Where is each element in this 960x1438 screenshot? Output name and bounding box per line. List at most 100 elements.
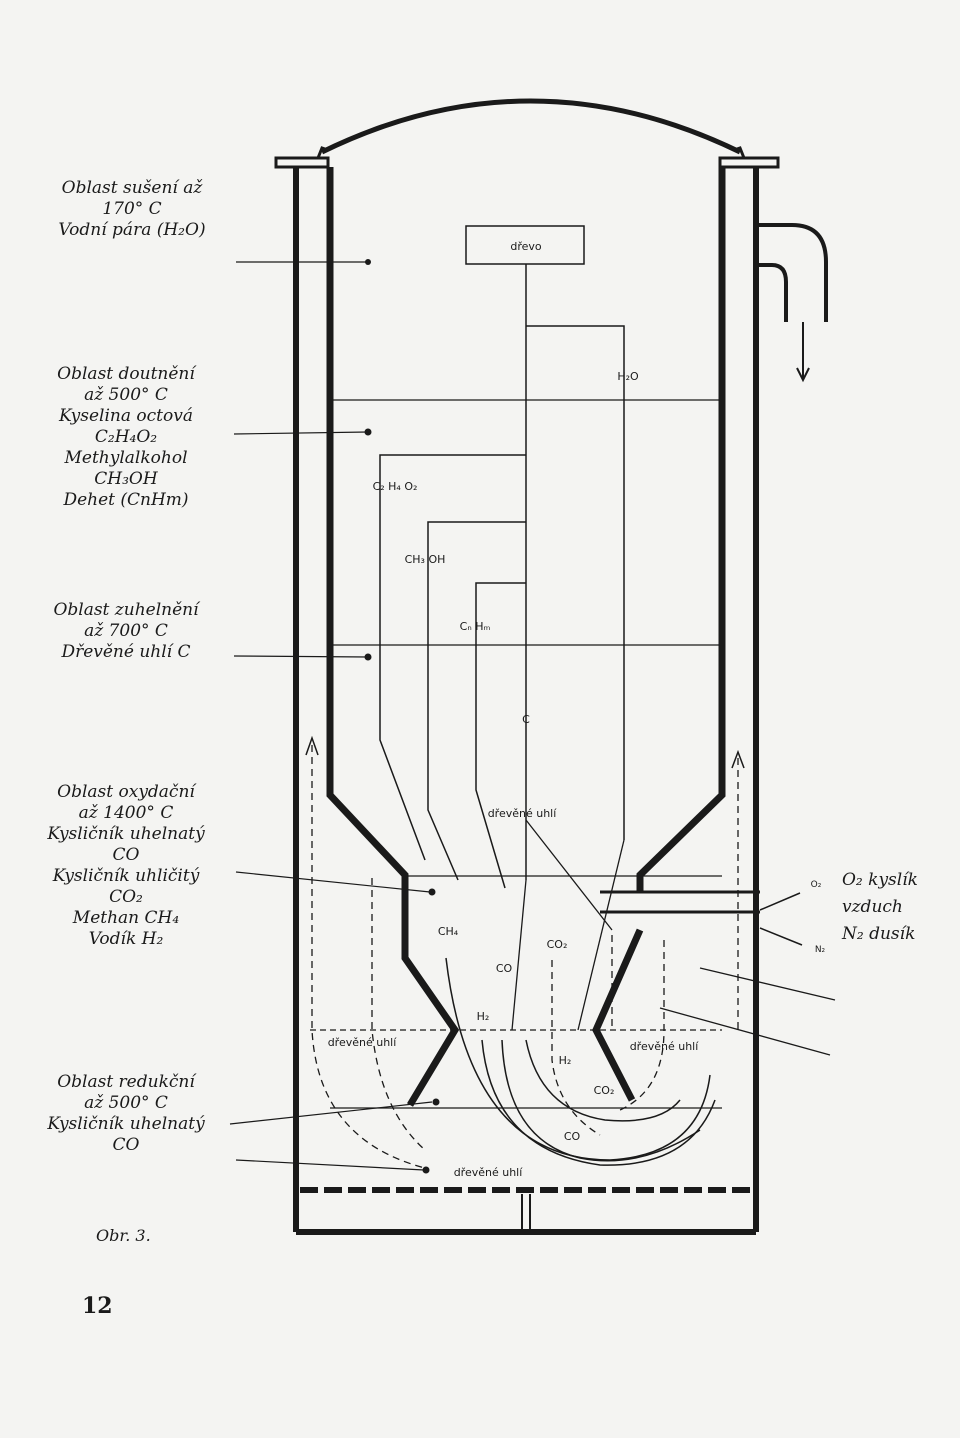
flow-dashed-right-inner	[619, 940, 665, 1111]
inner-wall-left	[326, 167, 460, 1107]
inner-wall-right	[636, 167, 726, 892]
label-tar: Cₙ Hₘ	[460, 620, 491, 633]
label-acetic: C₂ H₄ O₂	[373, 480, 418, 493]
page-number: 12	[82, 1293, 113, 1319]
flow-curve-3	[501, 1039, 701, 1162]
conv-line-1	[525, 819, 613, 931]
zone-label-line: až 700° C	[84, 621, 168, 641]
air-label-n2: N₂ dusík	[842, 924, 916, 944]
leader-oxidation	[235, 871, 431, 893]
dot-smoldering	[364, 428, 372, 436]
dot-reduction	[432, 1098, 440, 1106]
label-co-low: CO	[564, 1130, 581, 1143]
label-methanol: CH₃ OH	[405, 553, 446, 566]
flow-dashed-left-inner	[371, 878, 426, 1151]
leader-bottom	[235, 1159, 425, 1171]
figure-caption: Obr. 3.	[96, 1226, 151, 1245]
gas-outlet-arrow	[796, 322, 810, 383]
zone-label-line: Methylalkohol	[64, 448, 188, 468]
dot-bottom	[422, 1166, 430, 1174]
label-charcoal-top: dřevěné uhlí	[488, 807, 558, 820]
zone-label-line: Vodní pára (H₂O)	[58, 220, 206, 240]
dot-carbonization	[364, 653, 372, 661]
label-n2-small: N₂	[815, 945, 826, 955]
zone-label-line: 170° C	[102, 199, 162, 219]
grate-support	[521, 1194, 531, 1232]
zone-label-line: Oblast doutnění	[57, 364, 195, 384]
label-h2o: H₂O	[617, 370, 639, 383]
label-drevo: dřevo	[510, 240, 542, 253]
label-h2-low: H₂	[559, 1054, 572, 1067]
zone-label-line: až 500° C	[84, 385, 168, 405]
zone-label-line: Dřevěné uhlí C	[61, 642, 191, 662]
zone-label-line: Kysličník uhelnatý	[47, 824, 205, 844]
flow-dashed-mid	[551, 960, 601, 1136]
lid-bracket-left	[316, 146, 329, 159]
zone-label-line: Oblast zuhelnění	[53, 600, 199, 620]
flange-right	[718, 156, 780, 169]
air-pointer-o2	[759, 892, 801, 911]
air-pointer-4	[659, 1007, 831, 1056]
dot-oxidation	[428, 888, 436, 896]
zone-label-line: Methan CH₄	[72, 908, 180, 928]
zone-label-line: CH₃OH	[94, 469, 158, 489]
label-carbon: C	[522, 713, 530, 726]
zone-label-line: až 1400° C	[78, 803, 174, 823]
label-charcoal-left: dřevěné uhlí	[328, 1036, 398, 1049]
leader-reduction	[229, 1101, 433, 1125]
label-co-left: CO	[496, 962, 513, 975]
air-pointer-n2	[759, 927, 803, 946]
zone-label-line: Oblast oxydační	[57, 782, 195, 802]
zone-label-line: Kysličník uhličitý	[52, 866, 200, 886]
label-ch4: CH₄	[438, 925, 459, 938]
zone-label-line: Kysličník uhelnatý	[47, 1114, 205, 1134]
flow-curve-4	[525, 1039, 681, 1122]
zone-label-line: Dehet (CnHm)	[63, 490, 189, 510]
zone-label-line: Oblast sušení až	[61, 178, 203, 198]
dot-drying	[365, 259, 371, 265]
leader-smoldering	[233, 431, 369, 435]
zone-label-line: CO₂	[109, 887, 143, 907]
label-h2-mid: H₂	[477, 1010, 490, 1023]
arrow-right-up	[731, 749, 745, 769]
arrow-left-up	[305, 735, 319, 756]
dome-lid	[320, 98, 742, 155]
leader-carbonization	[233, 655, 369, 658]
zone-label-line: CO	[112, 845, 140, 865]
label-charcoal-bottom: dřevěné uhlí	[454, 1166, 524, 1179]
air-label-air: vzduch	[842, 897, 903, 917]
label-co2-mid: CO₂	[547, 938, 568, 951]
flow-curve-2	[481, 1039, 716, 1166]
label-co2-low: CO₂	[594, 1084, 615, 1097]
zone-label-line: Vodík H₂	[88, 929, 164, 949]
drevo-box	[465, 225, 585, 265]
branch-h2o	[526, 325, 625, 840]
gas-outlet-pipe	[756, 223, 828, 322]
label-o2-small: O₂	[811, 880, 822, 890]
zone-label-line: Kyselina octová	[59, 406, 193, 426]
conv-line-2	[577, 839, 625, 1031]
branch-acetic	[379, 454, 526, 861]
branch-tar	[475, 582, 526, 889]
zone-label-line: až 500° C	[84, 1093, 168, 1113]
zone-label-line: C₂H₄O₂	[94, 427, 158, 447]
lid-bracket-right	[733, 146, 746, 159]
air-inlet-pipe	[600, 890, 760, 914]
conv-line-3	[511, 879, 527, 1031]
flow-dashed-left	[311, 745, 426, 1169]
zone-label-line: Oblast redukční	[57, 1072, 195, 1092]
air-label-o2: O₂ kyslík	[842, 870, 918, 890]
tuyere-right	[592, 928, 644, 1102]
air-pointer-3	[699, 967, 836, 1001]
flow-curve-1	[445, 957, 711, 1161]
label-charcoal-right: dřevěné uhlí	[630, 1040, 700, 1053]
flange-left	[274, 156, 330, 169]
branch-methanol	[427, 521, 526, 881]
zone-label-line: CO	[112, 1135, 140, 1155]
